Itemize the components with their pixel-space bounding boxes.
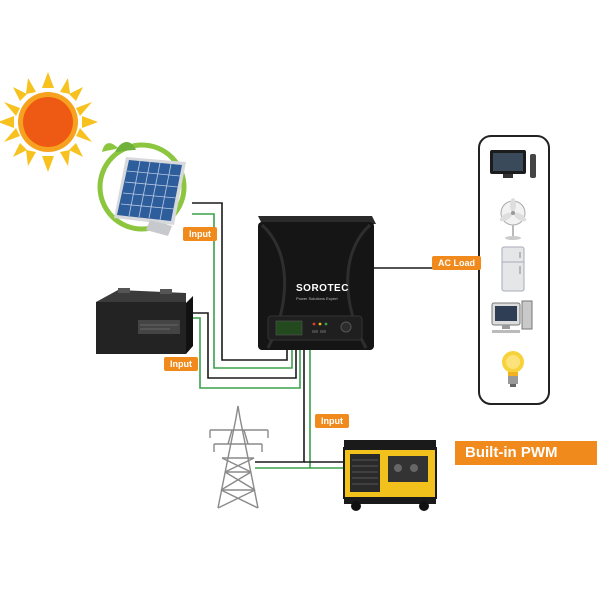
sun-icon [0, 72, 98, 172]
battery-input-label: Input [164, 357, 198, 371]
battery-icon [96, 288, 193, 354]
solar-wire-black [192, 202, 288, 361]
inverter-brand: SOROTEC [296, 283, 349, 294]
ac-load-label: AC Load [432, 256, 481, 270]
generator-input-label: Input [315, 414, 349, 428]
tv-icon [490, 150, 536, 178]
fridge-icon [501, 246, 525, 292]
battery-wire-green [188, 317, 301, 389]
computer-icon [491, 300, 533, 333]
light-bulb-icon [502, 351, 524, 387]
inverter-tagline: Power Solutions Expert [296, 296, 338, 301]
fan-icon [499, 198, 527, 240]
feature-banner: Built-in PWM [455, 441, 597, 465]
power-pylon-icon [209, 405, 269, 509]
solar-wire-green [192, 213, 293, 369]
wires [188, 202, 478, 469]
inverter-icon [258, 216, 376, 350]
solar-input-label: Input [183, 227, 217, 241]
generator-icon [343, 440, 437, 511]
solar-panel-icon [97, 142, 187, 236]
battery-wire-black [188, 312, 297, 379]
